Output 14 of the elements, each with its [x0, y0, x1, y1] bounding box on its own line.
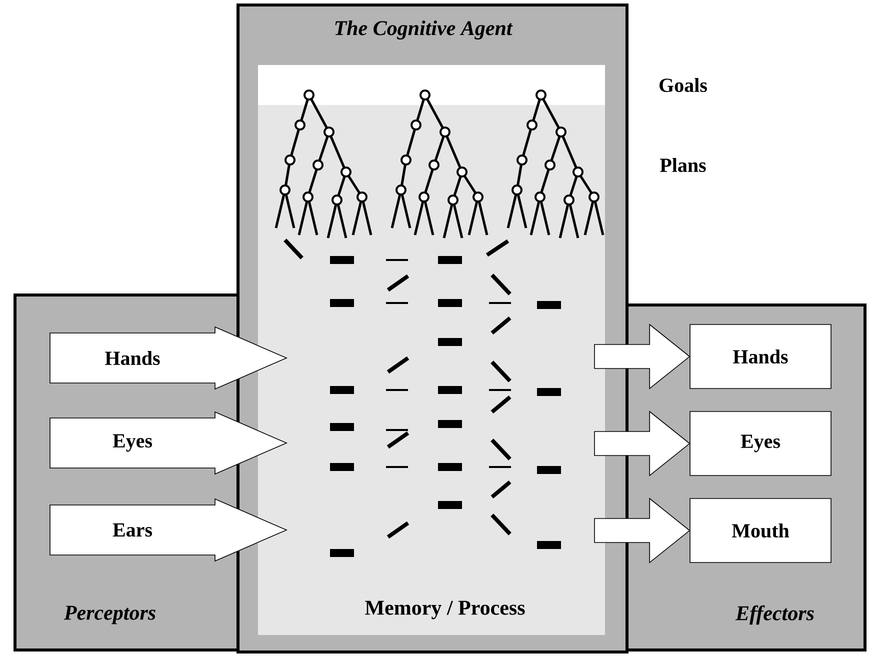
block-arrow [50, 498, 288, 562]
arrow-label: Eyes [112, 434, 152, 452]
block-arrow [594, 324, 690, 390]
layer-label: Goals [660, 78, 707, 92]
block-arrow [50, 411, 288, 475]
layer-label: Plans [660, 158, 706, 172]
block-arrow [50, 326, 288, 390]
effector-box: Eyes [690, 411, 832, 476]
effector-box: Hands [690, 324, 832, 389]
effector-box: Mouth [690, 498, 832, 563]
arrow-label: Hands [105, 350, 160, 366]
block-arrow [594, 498, 690, 564]
arrow-label: Ears [112, 523, 152, 537]
block-arrow [594, 410, 690, 476]
